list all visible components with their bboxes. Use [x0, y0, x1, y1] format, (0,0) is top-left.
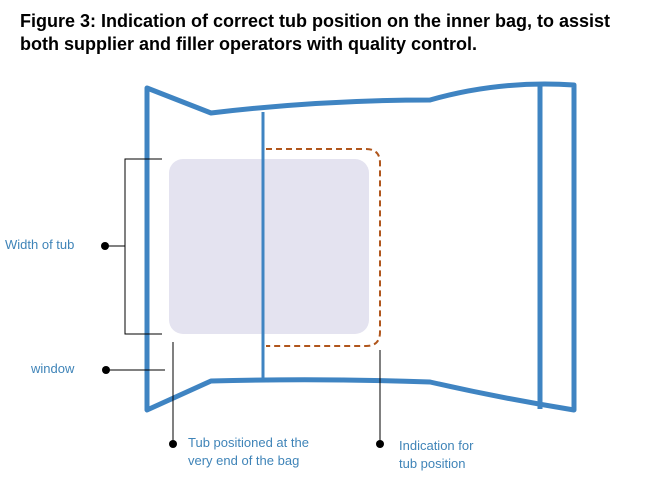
indication-leader-dot	[376, 440, 384, 448]
window-label: window	[31, 361, 75, 376]
figure-caption: Figure 3: Indication of correct tub posi…	[20, 10, 640, 56]
inner-bag-outline	[144, 81, 577, 413]
figure-caption-line-1: Figure 3: Indication of correct tub posi…	[20, 11, 611, 31]
width-of-tub-label: Width of tub	[5, 237, 75, 252]
width-leader-dot	[101, 242, 109, 250]
tub-positioned-label: Tub positioned at the very end of the ba…	[188, 434, 309, 470]
window-leader-dot	[102, 366, 110, 374]
indication-label-line-1: Indication for	[399, 438, 474, 453]
indication-label-line-2: tub position	[399, 456, 466, 471]
tub-position-indication	[266, 148, 381, 347]
tub-positioned-label-line-2: very end of the bag	[188, 453, 300, 468]
figure-caption-line-2: both supplier and filler operators with …	[20, 34, 478, 54]
tub-positioned-leader-dot	[169, 440, 177, 448]
indication-label: Indication for tub position	[399, 437, 473, 473]
tub-shape	[169, 159, 369, 334]
width-bracket	[124, 158, 162, 335]
tub-positioned-label-line-1: Tub positioned at the	[188, 435, 309, 450]
